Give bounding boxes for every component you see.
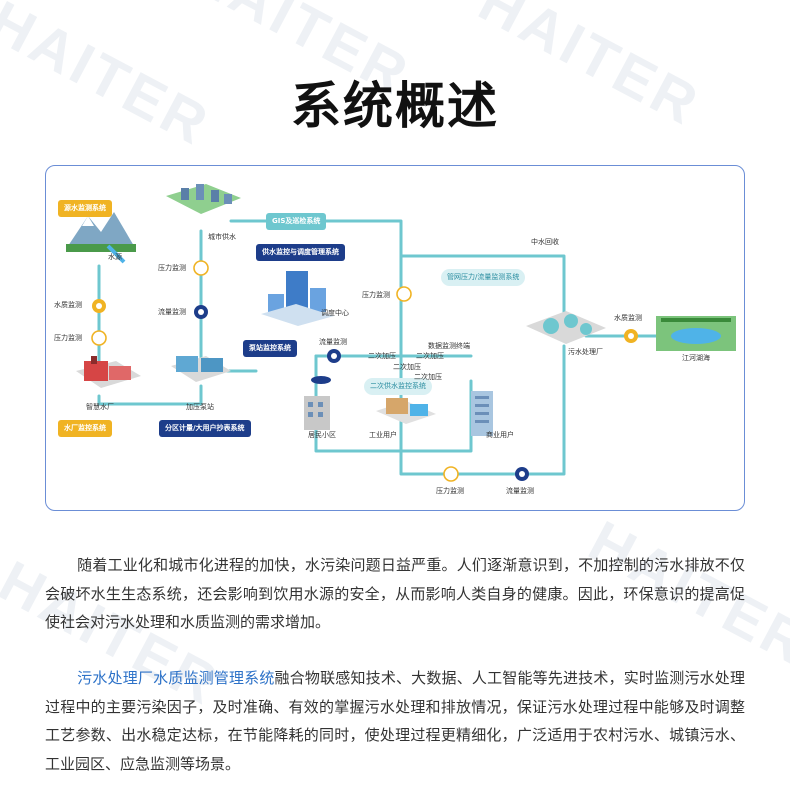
pipe-middle (399, 254, 566, 476)
label-pressure-plant: 压力监测 (54, 334, 82, 342)
sewage-plant-illustration (526, 311, 606, 344)
tag-supply-dispatch: 供水监控与调度管理系统 (256, 244, 345, 261)
pipe-network (66, 184, 736, 482)
label-sewage-plant: 污水处理厂 (568, 348, 603, 356)
system-name-highlight: 污水处理厂水质监测管理系统 (77, 669, 275, 687)
label-secondary-pressure: 二次加压 (368, 352, 396, 360)
pressure-sensor-icon (443, 466, 459, 482)
label-water-quality: 水质监测 (54, 301, 82, 309)
label-secondary-pressure: 二次加压 (416, 352, 444, 360)
intro-paragraph: 随着工业化和城市化进程的加快，水污染问题日益严重。人们逐渐意识到，不加控制的污水… (45, 551, 745, 637)
label-city-supply: 城市供水 (208, 233, 236, 241)
dispatch-center-illustration (261, 271, 334, 326)
label-pressure-mid: 压力监测 (362, 291, 390, 299)
label-water-source: 水源 (108, 253, 122, 261)
river-lake-illustration (656, 316, 736, 351)
label-water-quality-river: 水质监测 (614, 314, 642, 322)
commercial-illustration (471, 391, 493, 436)
tag-pump-station: 泵站监控系统 (243, 340, 297, 357)
label-data-terminal: 数据监测终端 (428, 342, 470, 350)
label-smart-plant: 智慧水厂 (86, 403, 114, 411)
tag-plant-monitor: 水厂监控系统 (58, 420, 112, 437)
label-dispatch-center: 调度中心 (321, 309, 349, 317)
tag-zone-metering: 分区计量/大用户抄表系统 (159, 420, 251, 437)
tag-pipe-pressure: 管网压力/流量监测系统 (441, 269, 526, 286)
label-secondary-pressure: 二次加压 (414, 373, 442, 381)
label-booster: 加压泵站 (186, 403, 214, 411)
label-flow-city: 流量监测 (158, 308, 186, 316)
water-source-illustration (66, 212, 136, 264)
paragraph-text: 融合物联感知技术、大数据、人工智能等先进技术，实时监测污水处理过程中的主要污染因… (45, 669, 745, 773)
label-industrial: 工业用户 (369, 431, 397, 439)
residential-illustration (304, 376, 331, 430)
label-pressure-bottom: 压力监测 (436, 487, 464, 495)
label-flow-bottom: 流量监测 (506, 487, 534, 495)
label-commercial: 商业用户 (486, 431, 514, 439)
pressure-sensor-icon (396, 286, 412, 302)
paragraph-text: 随着工业化和城市化进程的加快，水污染问题日益严重。人们逐渐意识到，不加控制的污水… (45, 556, 745, 631)
booster-station-illustration (171, 356, 231, 382)
pressure-sensor-icon (91, 330, 107, 346)
label-reclaimed: 中水回收 (531, 238, 559, 246)
pipe-plant-booster (97, 384, 203, 406)
industrial-illustration (376, 398, 436, 424)
label-secondary-pressure: 二次加压 (393, 363, 421, 371)
tag-source-monitor: 源水监测系统 (58, 200, 112, 217)
city-supply-illustration (166, 184, 241, 214)
label-flow-mid: 流量监测 (319, 338, 347, 346)
pressure-sensor-icon (193, 260, 209, 276)
label-residential: 居民小区 (308, 431, 336, 439)
label-pressure-city: 压力监测 (158, 264, 186, 272)
label-river-lake: 江河湖海 (682, 354, 710, 362)
page-title: 系统概述 (291, 77, 499, 135)
smart-plant-illustration (76, 356, 141, 388)
tag-secondary-supply: 二次供水监控系统 (364, 378, 432, 395)
system-paragraph: 污水处理厂水质监测管理系统融合物联感知技术、大数据、人工智能等先进技术，实时监测… (45, 664, 745, 778)
tag-gis: GIS及巡检系统 (266, 213, 327, 230)
system-diagram: 源水监测系统 水厂监控系统 GIS及巡检系统 供水监控与调度管理系统 泵站监控系… (45, 165, 745, 511)
